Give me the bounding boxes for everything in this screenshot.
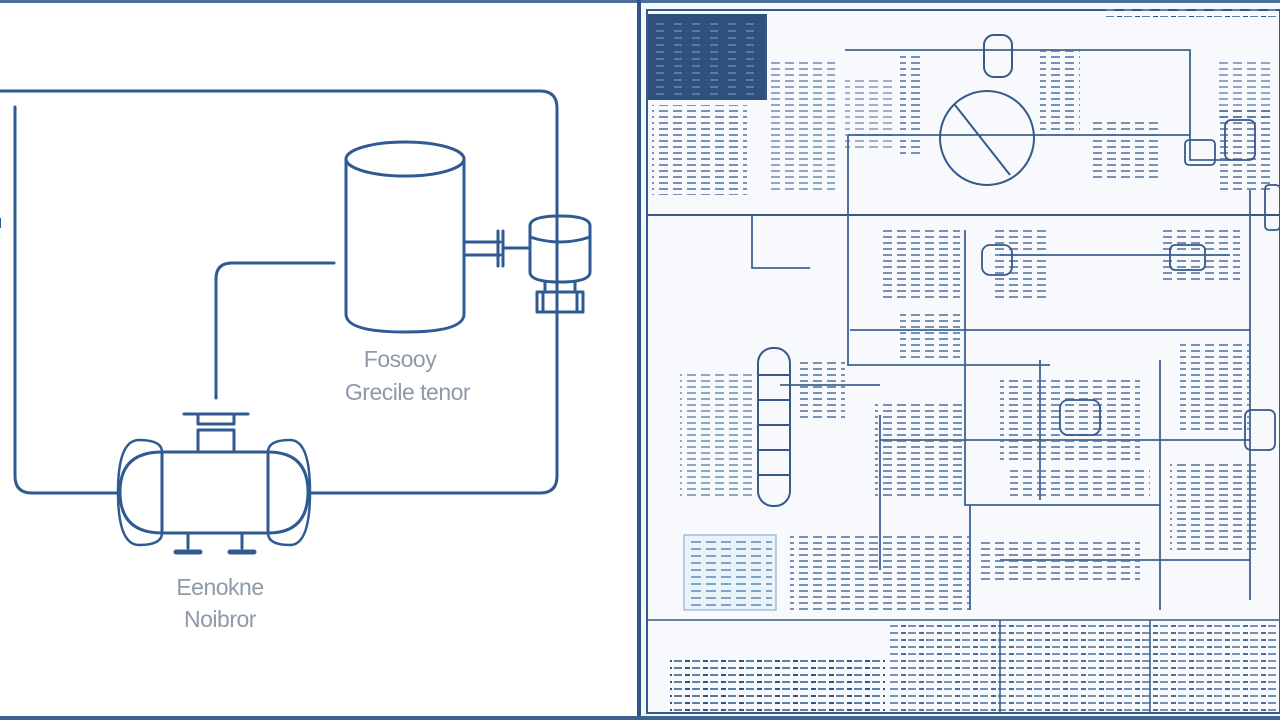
feed-pipe <box>214 261 336 400</box>
tank-label-line1: Fosooy <box>363 346 437 372</box>
notes-text <box>652 105 747 195</box>
panel-divider <box>637 0 641 720</box>
instrument-clusters <box>680 50 1275 580</box>
title-block <box>890 620 1280 715</box>
equipment-symbols <box>981 119 1280 451</box>
process-diagram-panel: Fosooy Grecile tenor Eenokne Noibror <box>0 3 637 716</box>
loop-pipe <box>0 89 559 495</box>
process-diagram <box>0 89 592 555</box>
column-tower <box>757 347 791 507</box>
tank-label-line2: Grecile tenor <box>344 379 471 405</box>
revision-table <box>670 655 885 715</box>
return-pipe <box>13 105 120 495</box>
circular-vessel <box>939 90 1035 186</box>
vessel-label-line2: Noibror <box>184 606 256 632</box>
schematic-sheet <box>641 3 1280 716</box>
vessel-label-line1: Eenokne <box>176 574 264 600</box>
storage-tank <box>344 140 466 334</box>
top-drum <box>983 34 1013 78</box>
horizontal-vessel <box>116 412 312 555</box>
pump <box>462 214 592 314</box>
pid-schematic <box>646 5 1280 715</box>
title-strip <box>1105 5 1280 17</box>
spec-table <box>790 535 970 610</box>
bottom-border <box>0 716 1280 720</box>
